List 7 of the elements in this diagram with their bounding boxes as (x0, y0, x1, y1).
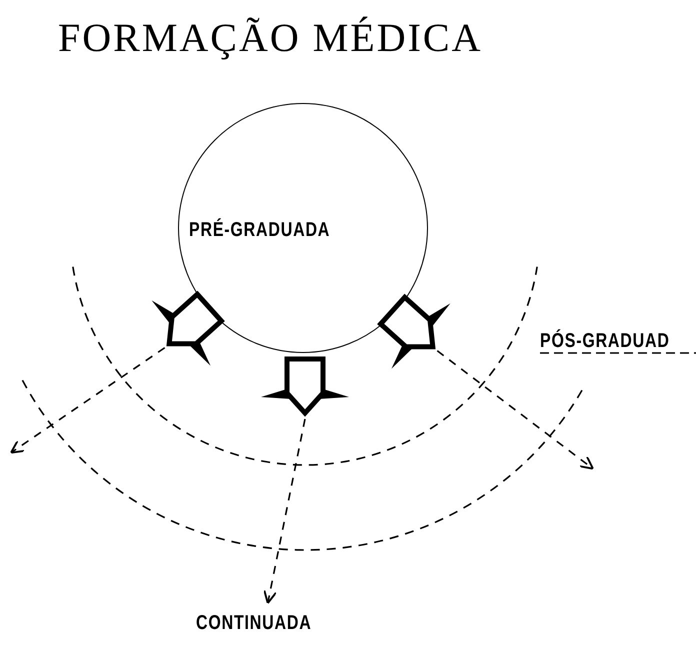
node-label: CONTINUADA (196, 612, 312, 635)
node-label: PRÉ-GRADUADA (189, 219, 330, 242)
dashed-arrow (436, 350, 594, 470)
label: PÓS-GRADUAD (540, 330, 670, 353)
dashed-arrow (263, 418, 306, 604)
title: FORMAÇÃO MÉDICA (58, 14, 482, 61)
dashed-arrow (10, 347, 166, 454)
